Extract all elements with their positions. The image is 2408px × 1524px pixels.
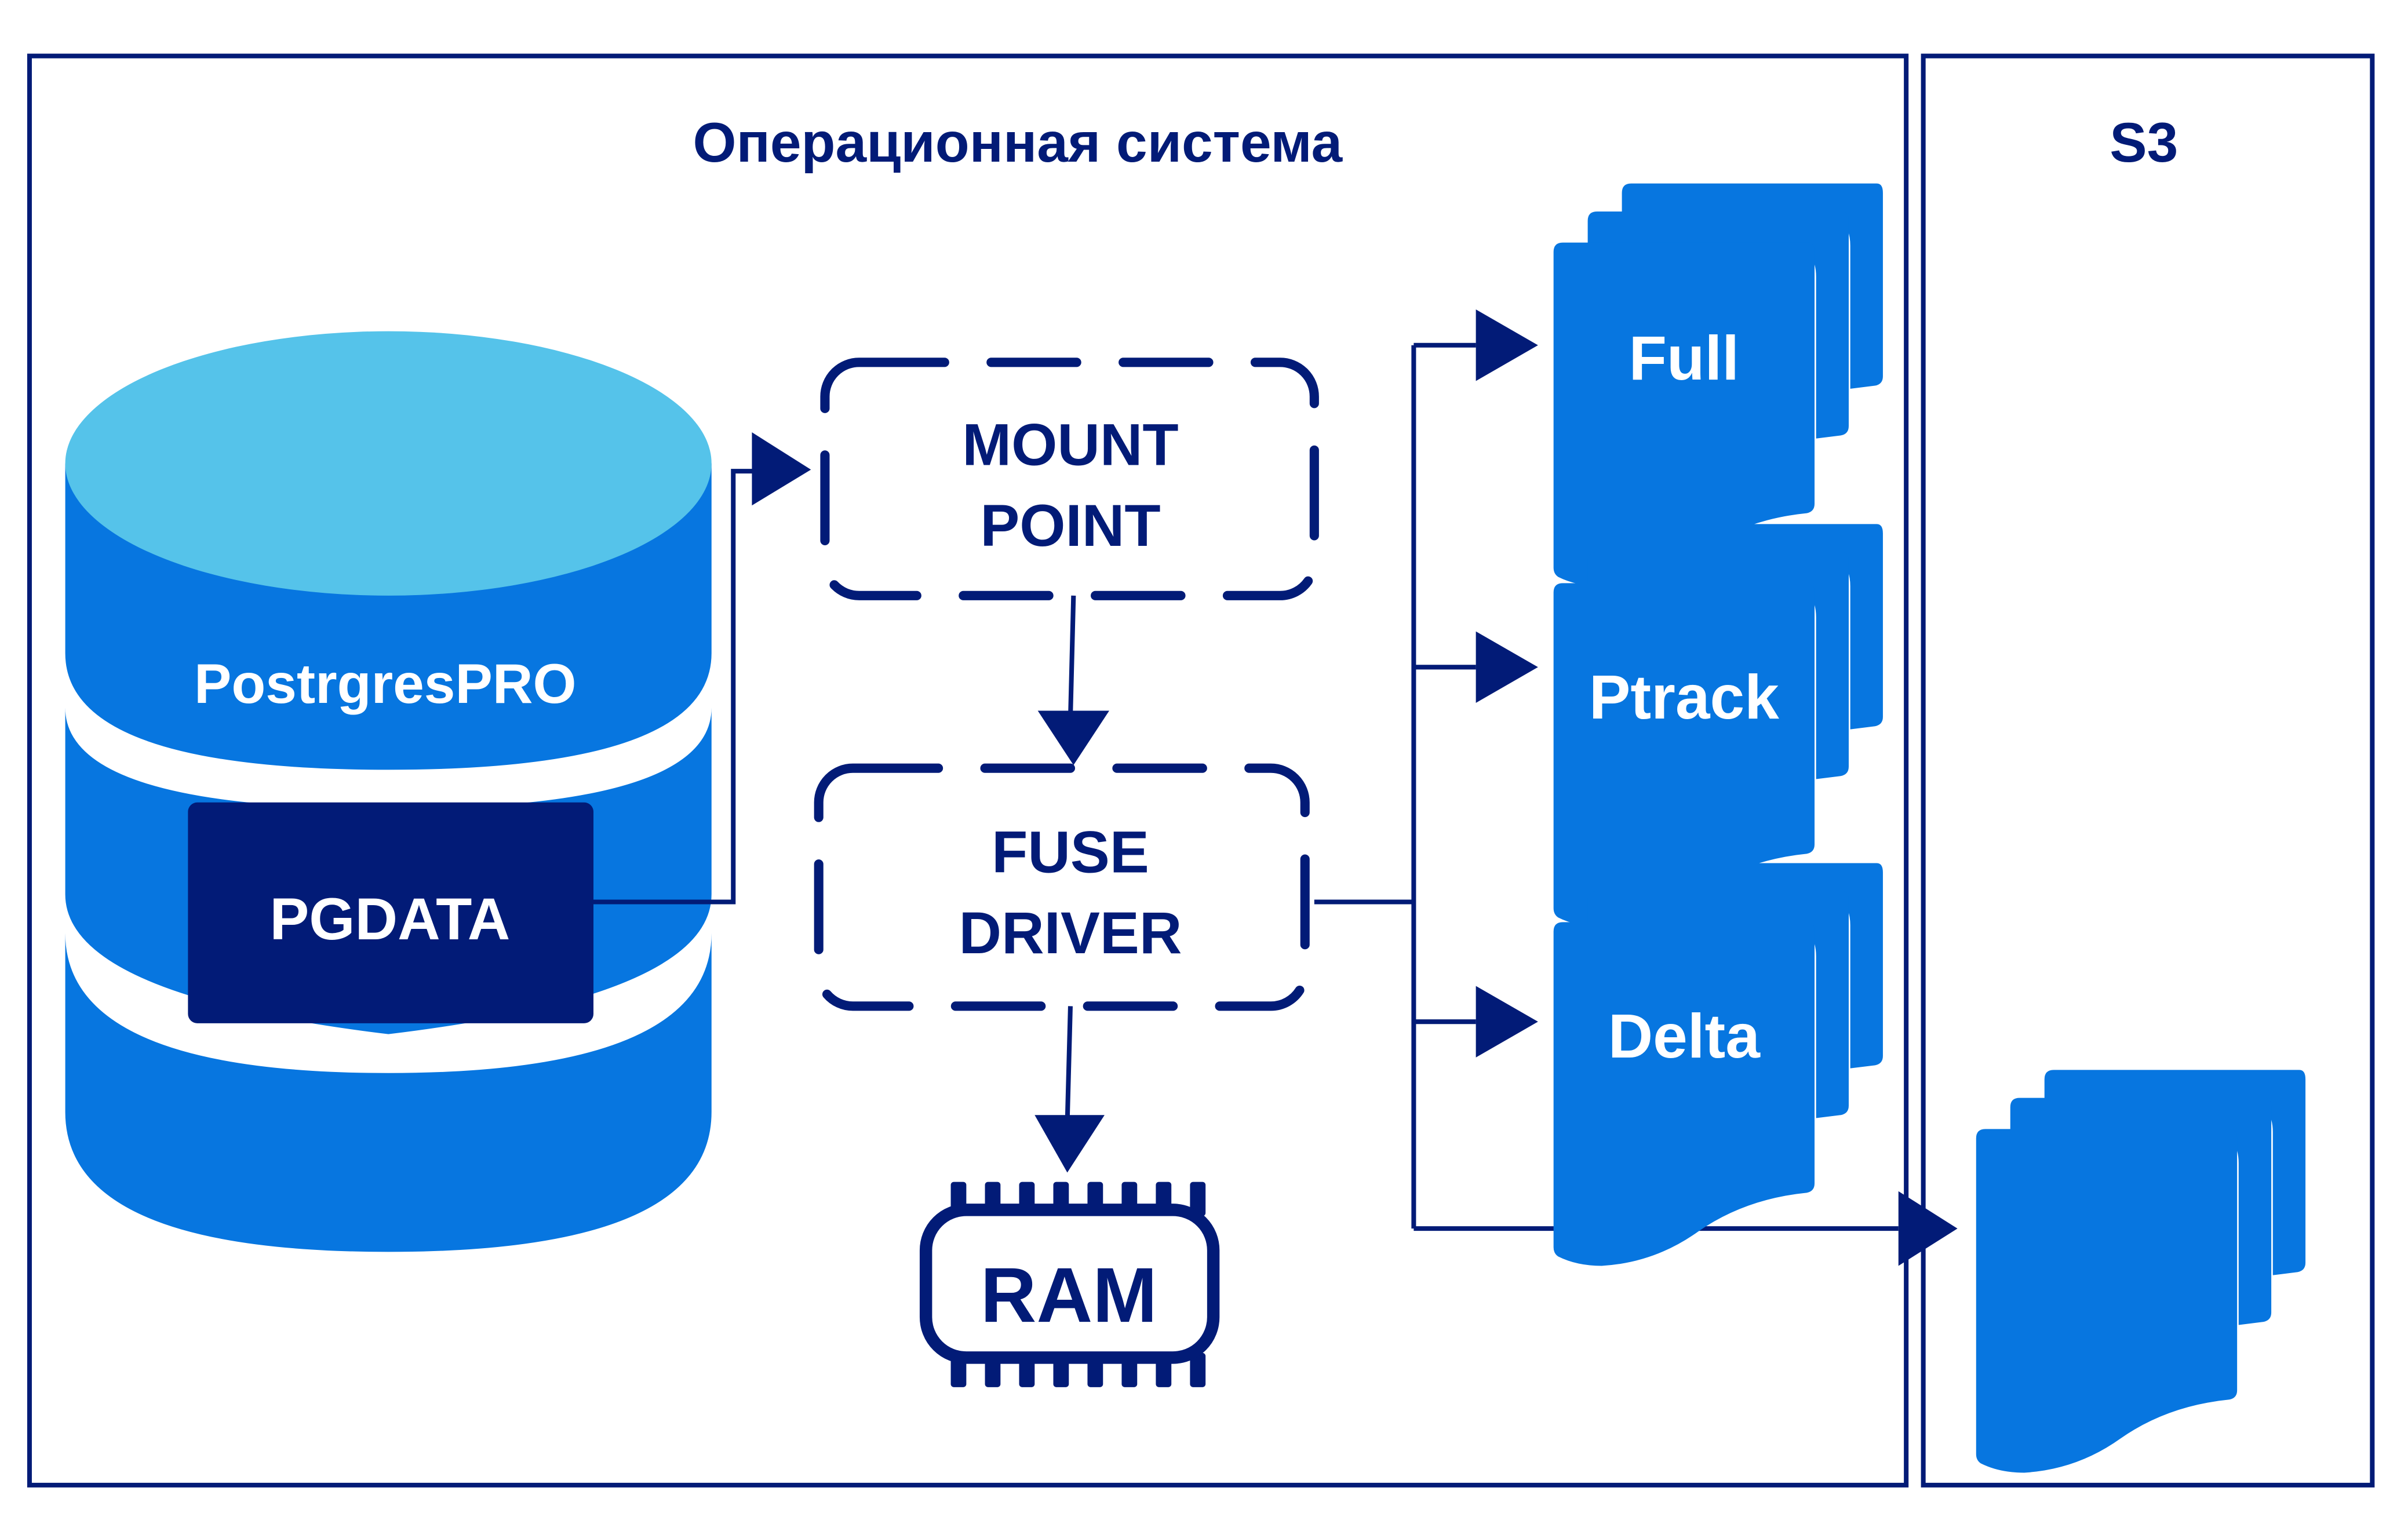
- database-label: PostrgresPRO: [194, 653, 577, 715]
- pgdata-box[interactable]: [188, 802, 594, 1023]
- arrowhead-icon: [1476, 309, 1538, 381]
- s3-panel-frame: [1921, 53, 2375, 1487]
- backup-delta[interactable]: Delta: [1553, 863, 1883, 1266]
- connector-fuse-ram: [1065, 1006, 1073, 1123]
- memory-chip-icon: [919, 1182, 1220, 1387]
- os-panel-title: Операционная система: [693, 112, 1343, 174]
- arrowhead-icon: [1476, 986, 1538, 1058]
- backup-full[interactable]: Full: [1553, 183, 1883, 586]
- os-panel-frame: [27, 53, 1909, 1487]
- arrowhead-icon: [1037, 710, 1109, 765]
- arrowhead-icon: [1898, 1191, 1958, 1266]
- pgdata-label: PGDATA: [269, 886, 510, 952]
- s3-panel-title: S3: [2110, 112, 2178, 174]
- backup-full-label: Full: [1629, 323, 1740, 393]
- mount-point-box[interactable]: [820, 358, 1319, 600]
- ram-label: RAM: [981, 1252, 1157, 1339]
- mount-point-label-1: MOUNT: [962, 411, 1178, 477]
- fuse-driver-label-1: FUSE: [992, 819, 1149, 885]
- connector-pgdata-mount: [593, 469, 754, 905]
- fuse-driver-box[interactable]: [814, 763, 1310, 1011]
- backup-delta-label: Delta: [1608, 1001, 1761, 1071]
- arrowhead-icon: [752, 432, 811, 506]
- s3-storage[interactable]: [1976, 1070, 2306, 1473]
- backup-ptrack[interactable]: Ptrack: [1553, 524, 1883, 927]
- database-cylinder-icon: [65, 331, 712, 1252]
- arrowhead-icon: [1034, 1115, 1105, 1173]
- arrowhead-icon: [1476, 631, 1538, 703]
- fuse-driver-label-2: DRIVER: [959, 900, 1182, 966]
- mount-point-label-2: POINT: [980, 493, 1160, 559]
- connector-mount-fuse: [1068, 595, 1076, 719]
- document-stack-icon: [1976, 1070, 2306, 1473]
- backup-ptrack-label: Ptrack: [1589, 662, 1779, 732]
